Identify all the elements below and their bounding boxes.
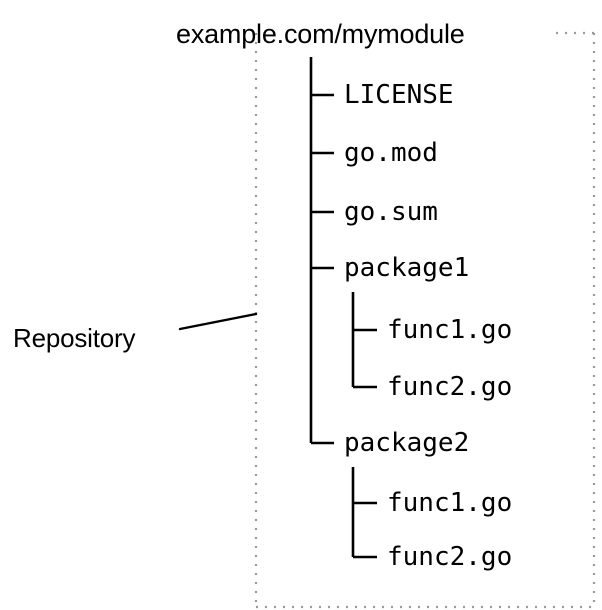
tree-entry-package2: package2 [344, 428, 470, 458]
tree-entry-func1-go: func1.go [387, 315, 513, 345]
tree-entry-func1-go: func1.go [387, 488, 513, 518]
repository-boundary [254, 31, 596, 609]
repository-leader-line [178, 312, 258, 331]
module-path-title: example.com/mymodule [176, 19, 465, 49]
tree-entry-package1: package1 [344, 253, 470, 283]
tree-entry-go-mod: go.mod [344, 138, 438, 168]
tree-entry-go-sum: go.sum [344, 197, 438, 227]
repository-annotation-label: Repository [13, 323, 136, 353]
tree-entry-func2-go: func2.go [387, 542, 513, 572]
tree-entry-LICENSE: LICENSE [344, 80, 454, 110]
leader-line [178, 312, 258, 331]
tree-branch-lines [309, 57, 377, 559]
tree-entry-func2-go: func2.go [387, 372, 513, 402]
